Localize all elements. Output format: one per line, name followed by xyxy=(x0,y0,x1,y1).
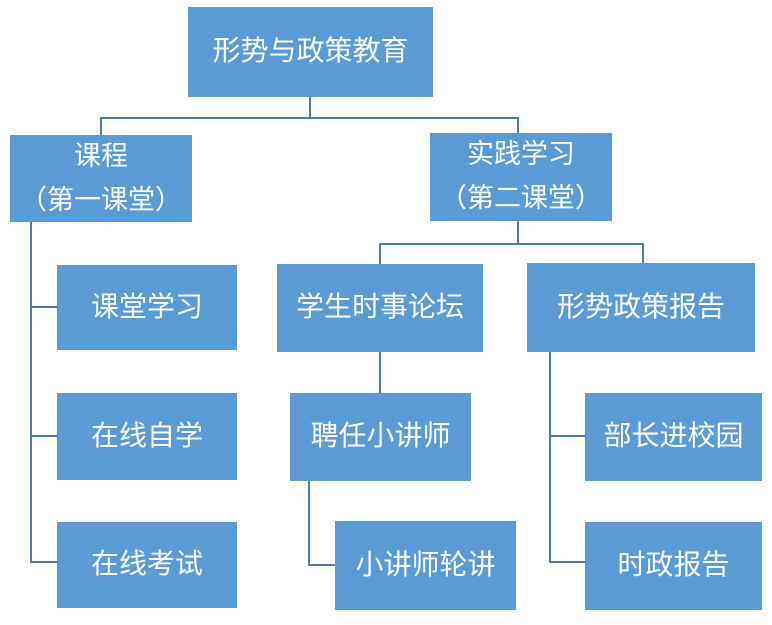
node-situation-policy-reports: 形势政策报告 xyxy=(527,263,755,352)
connector-report-drop xyxy=(642,243,644,263)
connector-hire-drop xyxy=(379,352,381,393)
connector-course-drop xyxy=(100,117,102,135)
connector-practice-stem xyxy=(517,221,519,243)
connector-exam-stub xyxy=(30,561,57,563)
connector-hire-hang xyxy=(308,481,310,566)
node-online-self-study: 在线自学 xyxy=(57,393,237,480)
connector-report-hang xyxy=(549,352,551,563)
node-situation-policy-education: 形势与政策教育 xyxy=(188,7,433,97)
connector-level3-rail xyxy=(379,243,644,245)
node-online-exam: 在线考试 xyxy=(57,522,237,608)
connector-root-drop xyxy=(309,97,311,118)
node-appoint-junior-lecturers: 聘任小讲师 xyxy=(290,393,471,481)
connector-current-stub xyxy=(549,561,585,563)
node-classroom-learning: 课堂学习 xyxy=(57,265,237,350)
connector-class-stub xyxy=(30,306,57,308)
connector-minister-stub xyxy=(549,435,585,437)
node-student-current-affairs-forum: 学生时事论坛 xyxy=(277,264,483,352)
connector-level2-rail xyxy=(100,117,519,119)
connector-forum-drop xyxy=(379,243,381,264)
connector-course-hang xyxy=(30,222,32,563)
node-current-politics-report: 时政报告 xyxy=(585,522,762,610)
node-minister-campus-visit: 部长进校园 xyxy=(585,393,762,481)
node-practice-second-classroom: 实践学习 （第二课堂） xyxy=(430,133,612,221)
connector-self-stub xyxy=(30,435,57,437)
node-course-first-classroom: 课程 （第一课堂） xyxy=(10,135,192,222)
connector-practice-drop xyxy=(517,117,519,133)
node-junior-lecturer-rotation: 小讲师轮讲 xyxy=(335,521,516,610)
connector-rotation-stub xyxy=(308,564,335,566)
